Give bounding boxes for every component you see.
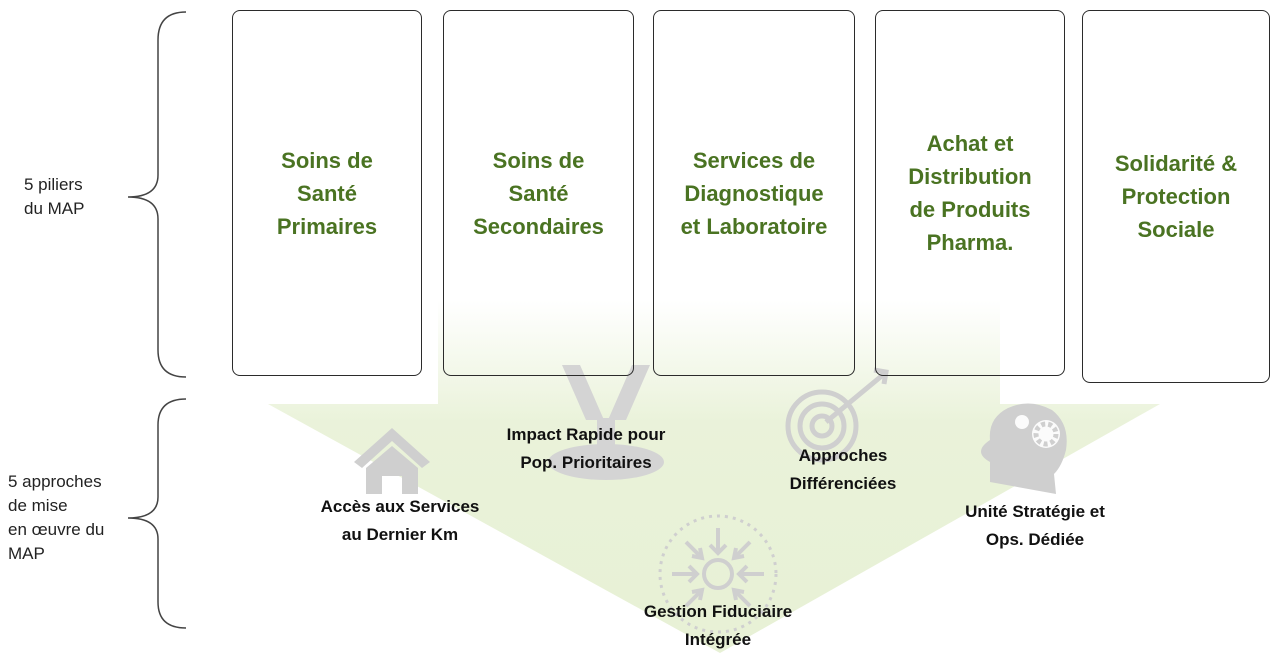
down-arrow-shape	[268, 300, 1160, 653]
pillar-box-3: Services de Diagnostique et Laboratoire	[653, 10, 855, 376]
pillar-title: Services de Diagnostique et Laboratoire	[680, 147, 828, 239]
pillar-title: Soins de Santé Primaires	[276, 147, 378, 239]
pillar-title: Achat et Distribution de Produits Pharma…	[908, 131, 1032, 255]
approach-rapid-impact: Impact Rapide pour Pop. Prioritaires	[506, 425, 666, 472]
approach-strategy-unit: Unité Stratégie et Ops. Dédiée	[965, 502, 1105, 549]
pillars-brace	[127, 11, 187, 378]
approaches-brace	[127, 398, 187, 629]
converging-arrows-icon	[658, 514, 778, 634]
pillar-box-2: Soins de Santé Secondaires	[443, 10, 634, 376]
pillar-box-5: Solidarité & Protection Sociale	[1082, 10, 1270, 383]
pillars-label: 5 piliers du MAP	[24, 175, 85, 218]
approach-differentiated: Approches Différenciées	[789, 446, 897, 493]
approaches-label: 5 approches de mise en œuvre du MAP	[8, 472, 105, 563]
approach-last-mile: Accès aux Services au Dernier Km	[320, 497, 480, 544]
house-icon	[354, 428, 430, 494]
head-gear-icon	[981, 403, 1067, 494]
pillar-box-4: Achat et Distribution de Produits Pharma…	[875, 10, 1065, 376]
pillar-title: Soins de Santé Secondaires	[473, 147, 604, 239]
chalice-icon	[548, 365, 664, 480]
pillar-title: Solidarité & Protection Sociale	[1114, 151, 1238, 242]
pillar-box-1: Soins de Santé Primaires	[232, 10, 422, 376]
approach-fiduciary: Gestion Fiduciaire Intégrée	[643, 602, 793, 649]
